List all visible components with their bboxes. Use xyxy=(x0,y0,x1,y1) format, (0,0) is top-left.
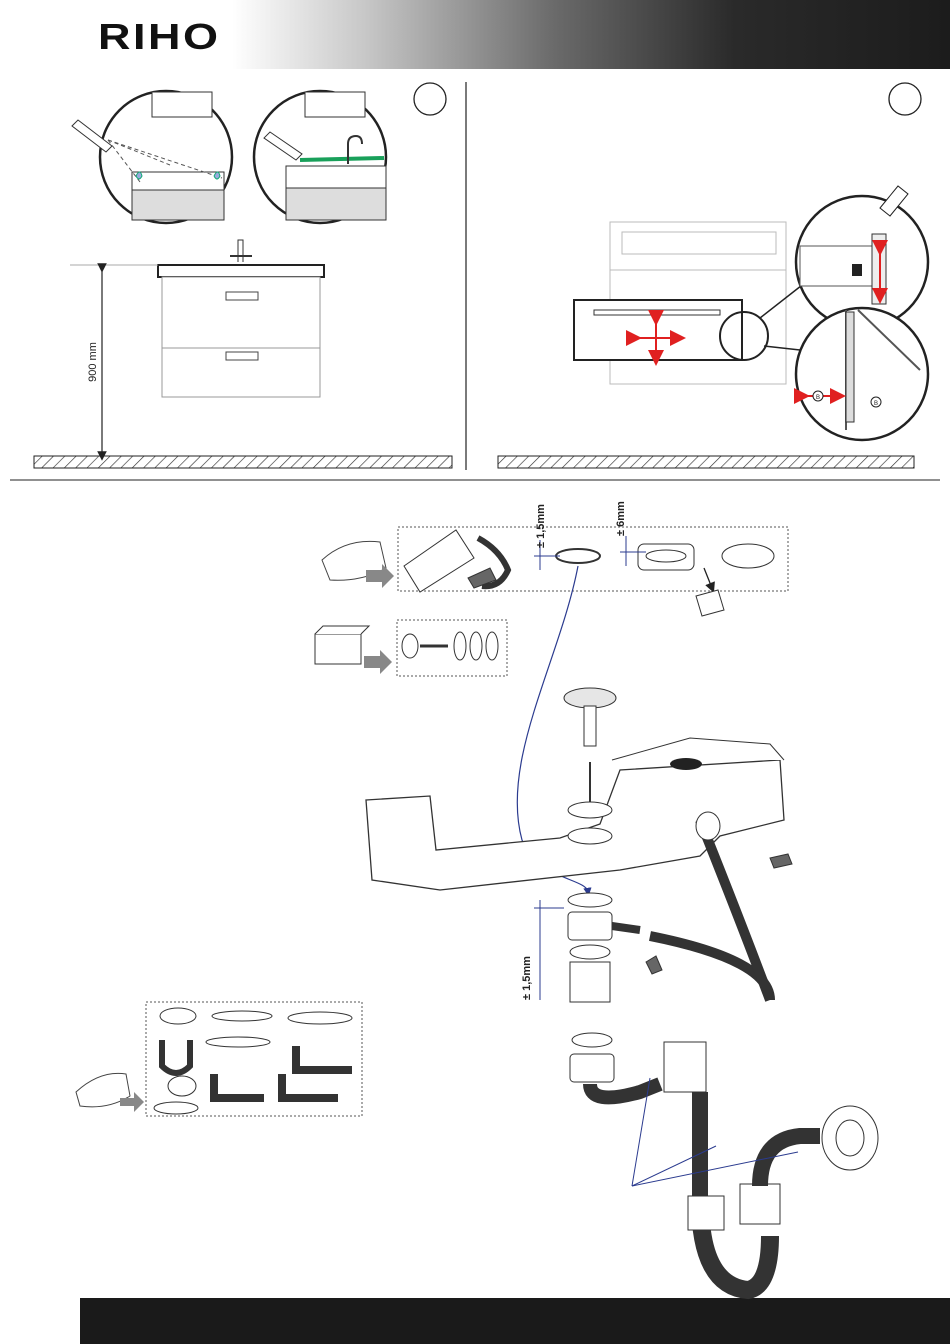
marker-b-2: B xyxy=(874,401,878,407)
gap-dimension-3: ± 1,5mm xyxy=(521,900,564,1000)
basin-assembly xyxy=(366,688,792,1002)
gap-label-2: ± 6mm xyxy=(615,501,627,536)
siphon-kit-bag xyxy=(76,1002,362,1116)
fittings-kit-bag xyxy=(322,527,788,616)
floor-hatch-left xyxy=(34,456,452,468)
silicone-detail-left xyxy=(72,91,232,223)
silicone-detail-right xyxy=(254,91,386,223)
height-label: 900 mm xyxy=(87,342,99,382)
marker-b-1: B xyxy=(816,395,820,401)
floor-hatch-right xyxy=(498,456,914,468)
gap-label-3: ± 1,5mm xyxy=(521,956,533,1000)
gap-dimension-1: ± 1,5mm xyxy=(534,504,560,570)
step-circle-2 xyxy=(889,83,921,115)
waste-kit-box xyxy=(315,620,507,676)
step-circle-1 xyxy=(414,83,446,115)
gap-label-1: ± 1,5mm xyxy=(535,504,547,548)
drawer-adjust-drawing: B B xyxy=(574,186,928,440)
siphon-assembly xyxy=(570,1033,878,1290)
cabinet-height-drawing: 900 mm xyxy=(70,240,324,456)
